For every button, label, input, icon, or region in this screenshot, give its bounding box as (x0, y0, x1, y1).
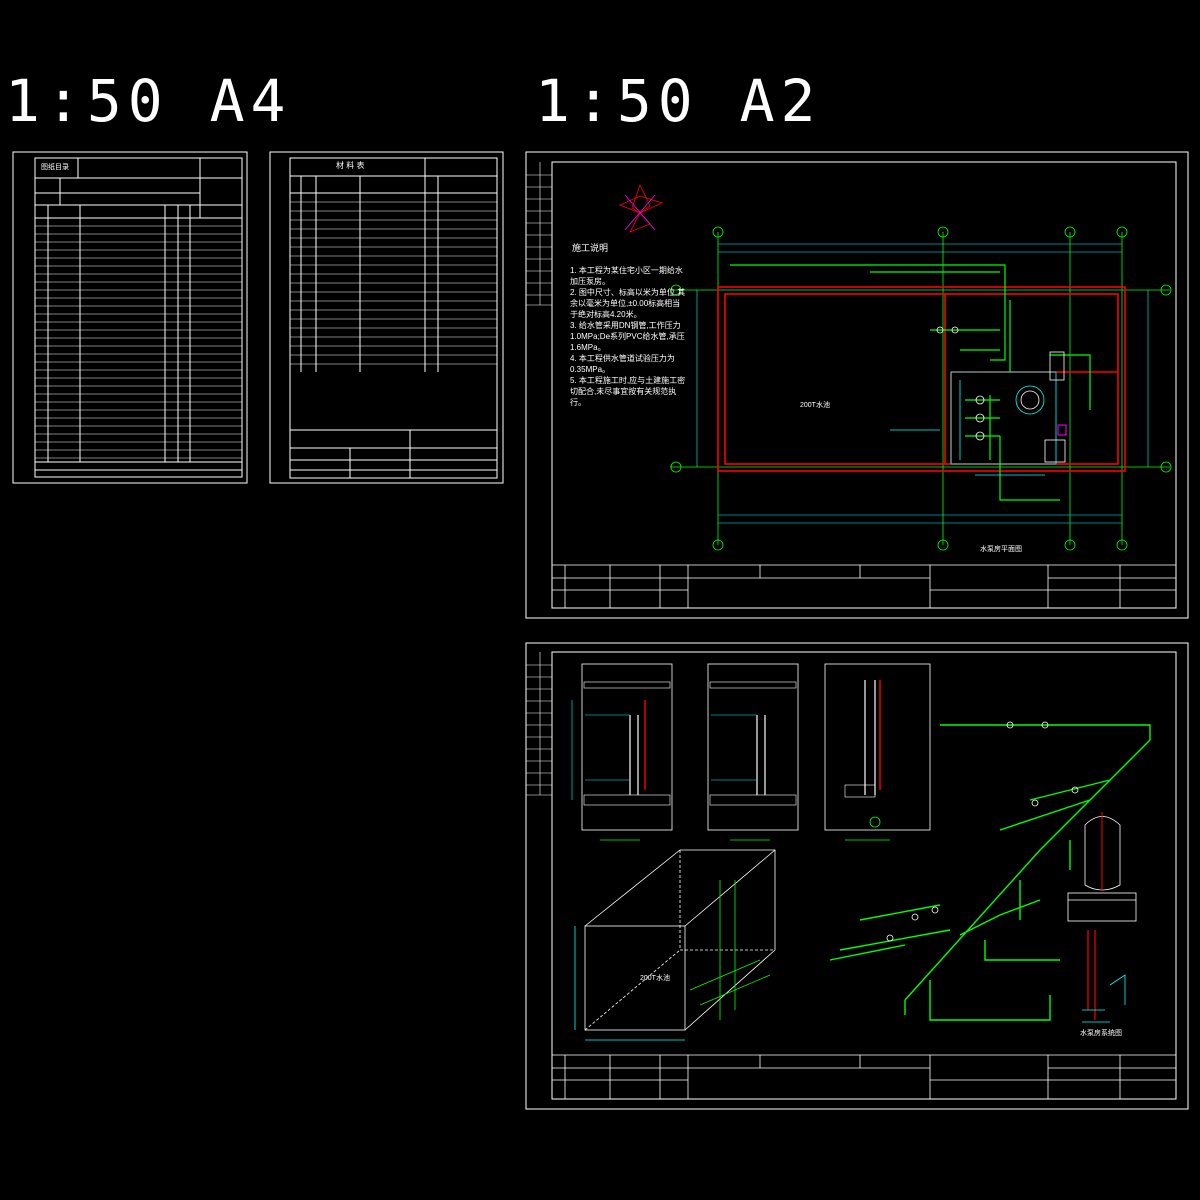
north-compass-icon (618, 183, 664, 233)
plan-caption: 水泵房平面图 (980, 546, 1022, 553)
material-table-sheet (269, 151, 504, 484)
pressure-tank (1067, 812, 1137, 922)
construction-notes: 1. 本工程为某住宅小区一期给水加压泵房。 2. 图中尺寸、标高以米为单位,其余… (570, 265, 688, 408)
section-a (571, 663, 673, 841)
material-table-title: 材 料 表 (336, 161, 365, 170)
note-2: 2. 图中尺寸、标高以米为单位,其余以毫米为单位,±0.00标高相当于绝对标高4… (570, 288, 686, 319)
construction-notes-heading: 施工说明 (572, 243, 609, 253)
section-c (824, 663, 931, 841)
scale-label-a2: 1:50 A2 (535, 67, 822, 135)
scale-label-a4: 1:50 A4 (5, 67, 292, 135)
note-5: 5. 本工程施工时,应与土建施工密切配合,未尽事宜按有关规范执行。 (570, 376, 686, 407)
drawing-list-title: 图纸目录 (41, 164, 69, 171)
note-4: 4. 本工程供水管道试验压力为0.35MPa。 (570, 354, 675, 374)
note-1: 1. 本工程为某住宅小区一期给水加压泵房。 (570, 266, 683, 286)
plan-tank-label: 200T水池 (800, 402, 830, 409)
system-sheet (525, 642, 1189, 1110)
iso-caption: 水泵房系统图 (1080, 1030, 1122, 1037)
note-3: 3. 给水管采用DN钢管,工作压力1.0MPa;De系列PVC给水管,承压1.6… (570, 321, 685, 352)
section-b (707, 663, 799, 841)
drawing-list-sheet (12, 151, 248, 484)
tank-3d-label: 200T水池 (640, 975, 670, 982)
plan-sheet (525, 151, 1189, 619)
pipe-system-iso (829, 724, 1151, 1021)
tank-3d (574, 849, 776, 1041)
